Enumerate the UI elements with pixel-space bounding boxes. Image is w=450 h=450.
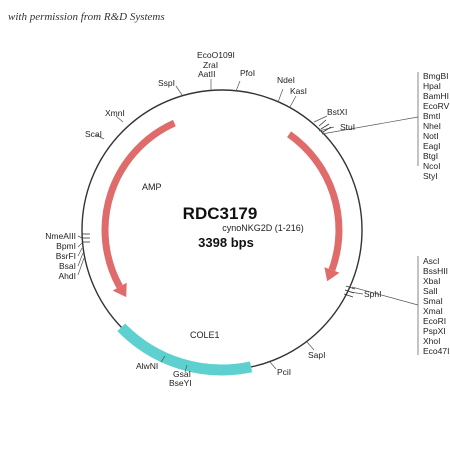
site-label: BpmI (56, 241, 76, 251)
site-label: NcoI (423, 161, 440, 171)
site-label: EcoRI (423, 316, 446, 326)
site-label: BmgBI (423, 71, 449, 81)
site-label: BmtI (423, 111, 440, 121)
insert-arrow (287, 131, 343, 272)
site-label: BtgI (423, 151, 438, 161)
site-label: EcoRV (423, 101, 450, 111)
credit-text: with permission from R&D Systems (8, 11, 165, 23)
site-label: BamHI (423, 91, 449, 101)
site-label-ecoo109i: EcoO109I (197, 50, 235, 60)
insert-label: cynoNKG2D (1-216) (222, 223, 304, 233)
site-label-pcii: PciI (277, 367, 291, 377)
site-label: StyI (423, 171, 438, 181)
site-label: EagI (423, 141, 441, 151)
site-label: Eco47III (423, 346, 450, 356)
plasmid-size: 3398 bps (198, 235, 254, 250)
site-leader-lines (77, 72, 419, 373)
site-label-sphi: SphI (364, 289, 382, 299)
site-label: NotI (423, 131, 439, 141)
site-label: SmaI (423, 296, 443, 306)
site-label-zrai: ZraI (203, 60, 218, 70)
site-label: XhoI (423, 336, 441, 346)
site-label-stui: StuI (340, 122, 355, 132)
site-group-right-1: BmgBI HpaI BamHI EcoRV BmtI NheI NotI Ea… (423, 71, 450, 181)
site-label: SalI (423, 286, 438, 296)
site-label: BsrFI (56, 251, 76, 261)
amp-arrowhead (112, 282, 127, 298)
site-ticks (82, 119, 356, 298)
site-label: HpaI (423, 81, 441, 91)
site-label-xmni: XmnI (105, 108, 125, 118)
site-label: BssHII (423, 266, 448, 276)
site-label-pfoi: PfoI (240, 68, 255, 78)
site-label: XmaI (423, 306, 443, 316)
site-group-right-2: AscI BssHII XbaI SalI SmaI XmaI EcoRI Ps… (423, 256, 450, 356)
amp-arrow (101, 119, 176, 289)
site-group-left: NmeAIII BpmI BsrFI BsaI AhdI (45, 231, 76, 281)
cole1-feature (117, 323, 253, 376)
site-label: XbaI (423, 276, 441, 286)
site-label: AscI (423, 256, 440, 266)
cole1-label: COLE1 (190, 330, 220, 340)
site-label-bstxi: BstXI (327, 107, 347, 117)
site-label: AhdI (59, 271, 77, 281)
site-label-alwni: AlwNI (136, 361, 158, 371)
plasmid-name: RDC3179 (183, 204, 258, 223)
site-label-gsai: GsaI (173, 369, 191, 379)
site-label-kasi: KasI (290, 86, 307, 96)
site-label-bseyi: BseYI (169, 378, 192, 388)
site-label: NheI (423, 121, 441, 131)
site-label: PspXI (423, 326, 446, 336)
amp-label: AMP (142, 182, 162, 192)
site-label-ndei: NdeI (277, 75, 295, 85)
site-label-scai: ScaI (85, 129, 102, 139)
site-label-aatii: AatII (198, 69, 215, 79)
site-label: BsaI (59, 261, 76, 271)
site-label-sspi: SspI (158, 78, 175, 88)
insert-arrowhead (324, 267, 340, 282)
site-label-sapi: SapI (308, 350, 326, 360)
site-label: NmeAIII (45, 231, 76, 241)
